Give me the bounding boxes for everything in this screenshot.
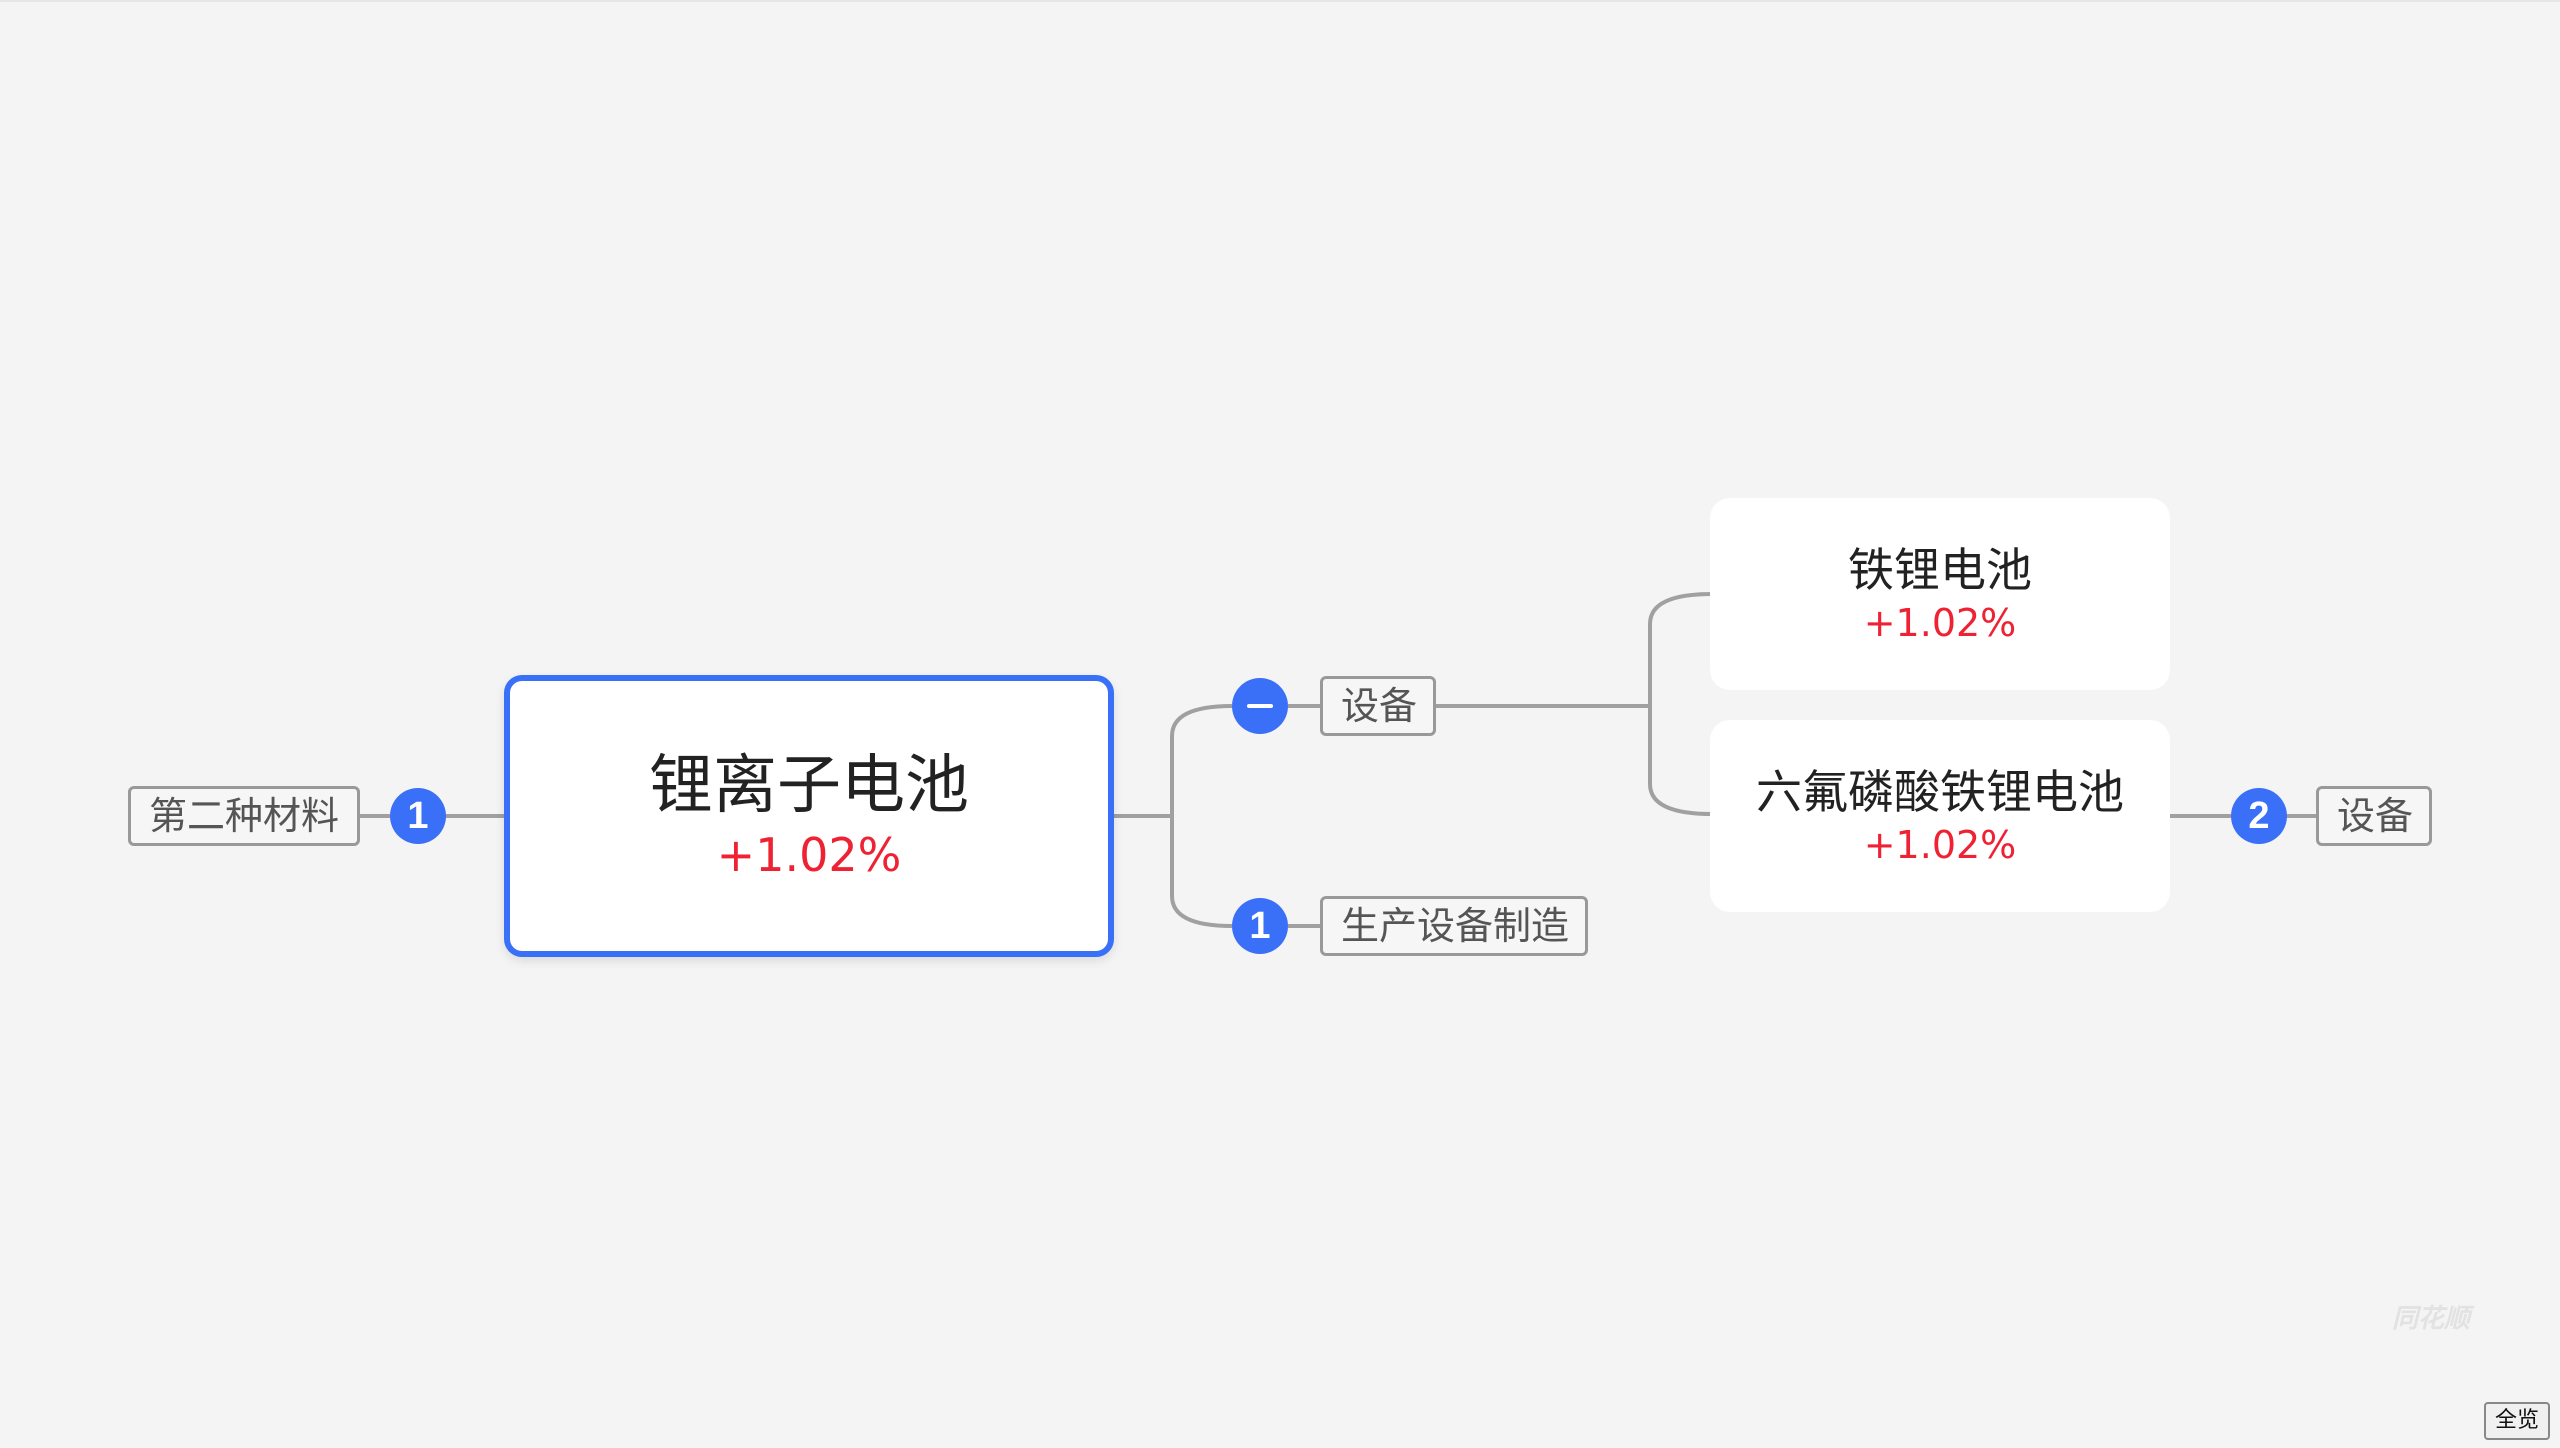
child-node-change: +1.02% (1863, 822, 2017, 867)
child-equipment-tag[interactable]: 设备 (2316, 786, 2432, 846)
upstream-tag-label: 第二种材料 (149, 794, 340, 838)
child-node-iron-lithium[interactable]: 铁锂电池 +1.02% (1710, 498, 2170, 690)
manufacturing-tag-label: 生产设备制造 (1341, 904, 1570, 948)
root-node-change: +1.02% (716, 827, 902, 882)
root-node-name: 锂离子电池 (649, 749, 969, 824)
collapse-equipment-badge[interactable] (1232, 678, 1288, 734)
child-expand-badge[interactable]: 2 (2231, 788, 2287, 844)
upstream-tag[interactable]: 第二种材料 (128, 786, 360, 846)
root-node[interactable]: 锂离子电池 +1.02% (504, 675, 1114, 957)
manufacturing-expand-badge[interactable]: 1 (1232, 898, 1288, 954)
upstream-count: 1 (407, 795, 429, 837)
equipment-tag-label: 设备 (1341, 684, 1418, 728)
equipment-tag[interactable]: 设备 (1320, 676, 1436, 736)
manufacturing-tag[interactable]: 生产设备制造 (1320, 896, 1588, 956)
upstream-expand-badge[interactable]: 1 (390, 788, 446, 844)
child-node-name: 六氟磷酸铁锂电池 (1756, 765, 2124, 820)
overview-button-label: 全览 (2494, 1408, 2539, 1433)
child-equipment-tag-label: 设备 (2337, 794, 2414, 838)
overview-button[interactable]: 全览 (2484, 1402, 2550, 1440)
child-node-name: 铁锂电池 (1848, 543, 2032, 598)
child-node-change: +1.02% (1863, 600, 2017, 645)
brand-watermark: 同花顺 (2392, 1304, 2471, 1334)
child-node-lipf6-iron-lithium[interactable]: 六氟磷酸铁锂电池 +1.02% (1710, 720, 2170, 912)
child-count: 2 (2248, 795, 2270, 837)
manufacturing-count: 1 (1249, 905, 1271, 947)
